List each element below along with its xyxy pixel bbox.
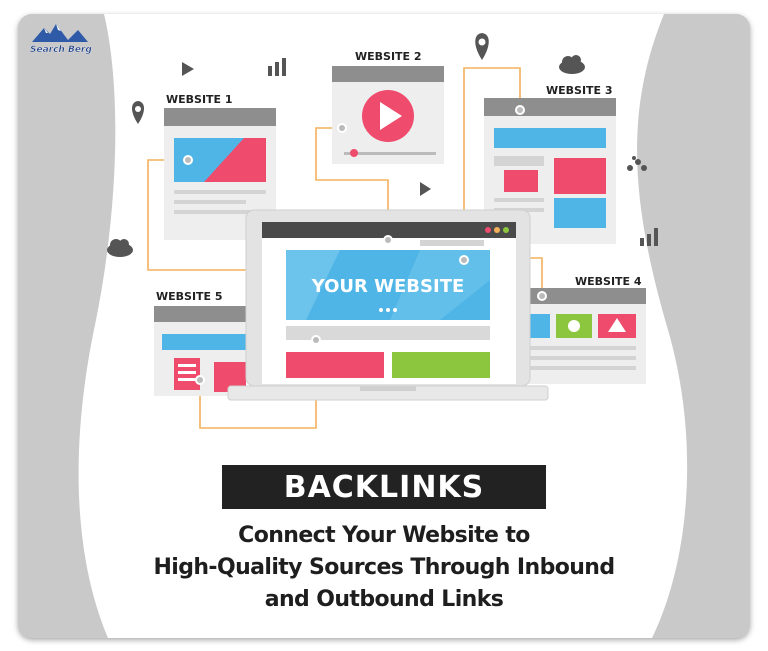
your-website-laptop: YOUR WEBSITE — [227, 209, 549, 401]
title-banner: BACKLINKS — [222, 465, 546, 509]
play-icon-2 — [420, 182, 431, 196]
subtitle: Connect Your Website to High-Quality Sou… — [84, 520, 684, 616]
subtitle-line-1: Connect Your Website to — [238, 523, 530, 548]
location-pin-icon — [132, 101, 144, 124]
website-4-card: WEBSITE 4 — [516, 275, 646, 384]
search-berg-logo: Search Berg — [30, 24, 93, 55]
share-dots-icon — [627, 156, 647, 171]
website-5-card: WEBSITE 5 — [154, 290, 246, 396]
connector-website-3 — [463, 67, 521, 260]
bar-chart-icon — [268, 58, 286, 76]
website-2-label: WEBSITE 2 — [355, 50, 422, 63]
website-5-label: WEBSITE 5 — [156, 290, 223, 303]
hub-label: YOUR WEBSITE — [311, 276, 465, 297]
logo-text: Search Berg — [30, 45, 92, 55]
website-3-label: WEBSITE 3 — [546, 84, 613, 97]
website-1-card: WEBSITE 1 — [164, 93, 276, 240]
connector-website-2 — [315, 127, 389, 240]
subtitle-line-2: High-Quality Sources Through Inbound — [153, 555, 615, 580]
bar-chart-icon-2 — [640, 228, 658, 246]
cloud-icon-2 — [107, 239, 133, 257]
mountain-icon — [32, 24, 88, 42]
website-1-label: WEBSITE 1 — [166, 93, 233, 106]
play-icon — [182, 62, 194, 76]
subtitle-line-3: and Outbound Links — [264, 587, 504, 612]
cloud-icon — [559, 55, 585, 74]
page-title: BACKLINKS — [283, 469, 485, 505]
website-2-card: WEBSITE 2 — [332, 50, 444, 164]
location-pin-icon-2 — [475, 33, 489, 60]
website-4-label: WEBSITE 4 — [575, 275, 642, 288]
